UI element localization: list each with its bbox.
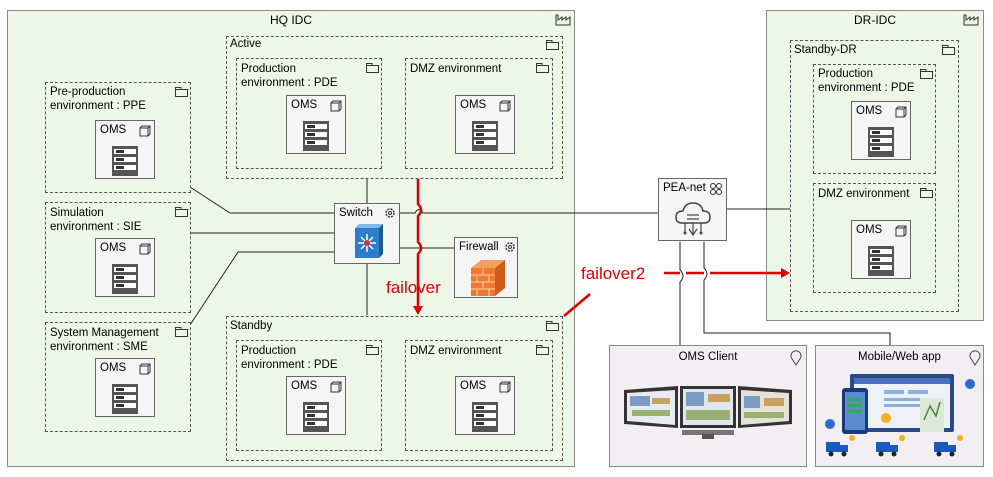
switch-label: Switch [339, 207, 373, 219]
oms-node-dr-pde: OMS [851, 101, 911, 160]
package-icon [546, 40, 559, 50]
dmz-label: DMZ environment [818, 188, 910, 200]
oms-node-ppe: OMS [95, 120, 155, 179]
network-icon [710, 183, 722, 195]
dmz-label: DMZ environment [410, 345, 502, 357]
pea-net-label: PEA-net [663, 182, 706, 194]
package-cube-icon [330, 100, 342, 112]
server-icon [868, 246, 894, 276]
switch-node: Switch [334, 203, 400, 264]
failover2-label: failover2 [581, 264, 646, 283]
oms-node-active-dmz: OMS [455, 95, 515, 154]
mobile-web-label: Mobile/Web app [858, 351, 941, 363]
oms-node-active-pde: OMS [286, 95, 346, 154]
cloud-network-icon [675, 202, 711, 237]
server-icon [112, 146, 138, 176]
package-icon [942, 45, 955, 55]
active-label: Active [230, 38, 262, 50]
oms-label: OMS [291, 99, 318, 111]
oms-label: OMS [100, 242, 127, 254]
server-icon [303, 121, 329, 151]
package-icon [546, 321, 559, 331]
package-icon [536, 63, 549, 73]
package-icon [366, 345, 379, 355]
standby-dr-label: Standby-DR [794, 44, 857, 56]
package-icon [175, 207, 188, 217]
package-icon [536, 345, 549, 355]
oms-label: OMS [100, 362, 127, 374]
package-cube-icon [330, 381, 342, 393]
oms-label: OMS [856, 224, 883, 236]
oms-client-label: OMS Client [678, 351, 738, 363]
factory-icon [963, 14, 979, 26]
oms-label: OMS [460, 99, 487, 111]
standby-label: Standby [230, 320, 273, 332]
gear-icon [505, 242, 515, 252]
server-icon [472, 121, 498, 151]
oms-label: OMS [291, 380, 318, 392]
package-icon [175, 87, 188, 97]
oms-node-sme: OMS [95, 358, 155, 417]
package-cube-icon [895, 106, 907, 118]
firewall-brick-icon [471, 260, 505, 296]
monitor-wall-icon [624, 386, 792, 439]
oms-node-standby-pde: OMS [286, 376, 346, 435]
oms-client-box: OMS Client [609, 345, 807, 467]
gear-icon [385, 208, 395, 218]
oms-label: OMS [100, 124, 127, 136]
sme-label: System Management environment : SME [50, 327, 159, 353]
package-icon [366, 63, 379, 73]
pde-label: Production environment : PDE [241, 345, 338, 371]
package-cube-icon [499, 381, 511, 393]
server-icon [112, 384, 138, 414]
sie-label: Simulation environment : SIE [50, 207, 142, 233]
server-icon [868, 127, 894, 157]
firewall-node: Firewall [454, 237, 518, 298]
oms-label: OMS [856, 105, 883, 117]
package-cube-icon [139, 125, 151, 137]
oms-label: OMS [460, 380, 487, 392]
dmz-label: DMZ environment [410, 63, 502, 75]
hq-idc-title: HQ IDC [270, 13, 312, 27]
pde-label: Production environment : PDE [818, 68, 915, 94]
location-pin-icon [969, 350, 981, 366]
package-cube-icon [499, 100, 511, 112]
network-switch-icon [355, 224, 383, 258]
server-icon [303, 402, 329, 432]
dr-idc-title: DR-IDC [854, 13, 896, 27]
package-cube-icon [139, 363, 151, 375]
mobile-fleet-app-icon [825, 374, 975, 457]
server-icon [112, 264, 138, 294]
oms-node-standby-dmz: OMS [455, 376, 515, 435]
mobile-web-box: Mobile/Web app [815, 345, 984, 467]
oms-node-sie: OMS [95, 238, 155, 297]
server-icon [472, 402, 498, 432]
package-icon [920, 69, 933, 79]
firewall-label: Firewall [459, 241, 499, 253]
package-icon [175, 327, 188, 337]
failover-label: failover [386, 278, 441, 297]
factory-icon [555, 14, 571, 26]
ppe-label: Pre-production environment : PPE [50, 86, 146, 112]
package-cube-icon [139, 243, 151, 255]
package-icon [920, 188, 933, 198]
pde-label: Production environment : PDE [241, 63, 338, 89]
package-cube-icon [895, 225, 907, 237]
location-pin-icon [790, 350, 802, 366]
oms-node-dr-dmz: OMS [851, 220, 911, 279]
pea-net-node: PEA-net [658, 178, 727, 241]
